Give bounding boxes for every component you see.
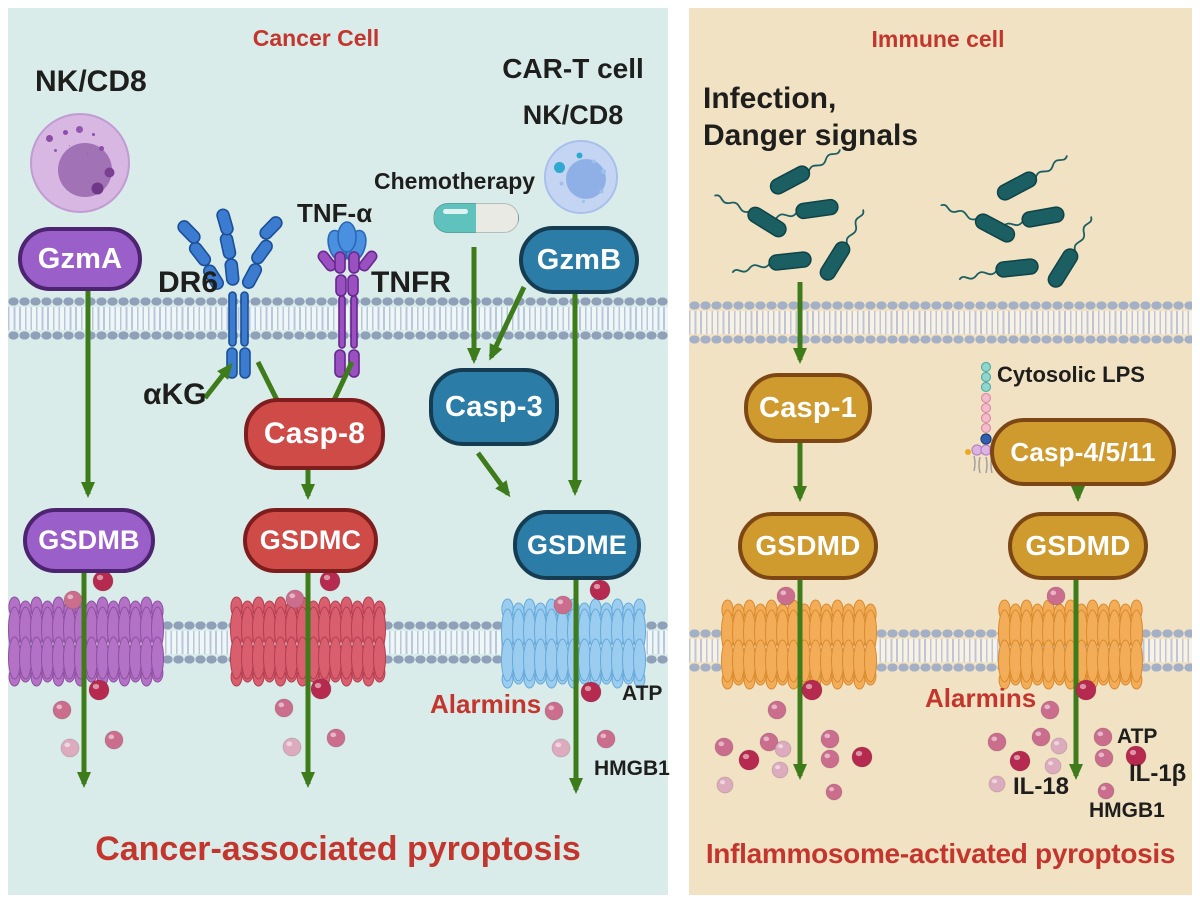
inflammosome-pyroptosis-title: Inflammosome-activated pyroptosis [705,838,1176,869]
nk-cd8-label-2: NK/CD8 [522,100,624,130]
car-t-cell-nucleus [566,159,606,199]
lipid-tail-zone [689,311,1192,334]
lipid-head-row [8,296,668,307]
lipid-head-row [8,330,668,341]
nk-cell-granules [46,135,53,142]
casp4-5-11-pill: Casp-4/5/11 [990,418,1176,486]
immune-cell-membrane-bottom [689,628,1192,673]
cytosolic-lps-label: Cytosolic LPS [997,362,1145,387]
cancer-pyroptosis-title: Cancer-associated pyroptosis [95,830,581,868]
atp-label-left: ATP [622,682,663,705]
dr6-label: DR6 [158,266,219,299]
alarmins-label-left: Alarmins [430,689,542,719]
nk-cell-nucleus [58,143,112,197]
casp8-pill: Casp-8 [244,398,385,470]
casp1-pill: Casp-1 [744,373,872,443]
hmgb1-label-left: HMGB1 [594,757,670,780]
lipid-head-row [689,662,1192,673]
hmgb1-label-right: HMGB1 [1089,799,1165,822]
gsdmb-pill: GSDMB [23,508,155,573]
lipid-head-row [689,628,1192,639]
car-t-cell-label: CAR-T cell [502,53,644,84]
chemotherapy-label: Chemotherapy [374,168,536,194]
nk-cd8-label: NK/CD8 [35,65,147,98]
alarmins-label-right: Alarmins [925,683,1037,713]
atp-label-right: ATP [1117,725,1158,748]
immune-cell-membrane-top [689,300,1192,345]
infection-label-line1: Infection, [703,82,837,115]
cancer-cell-membrane-top [8,296,668,341]
lipid-head-row [689,300,1192,311]
gzmb-pill: GzmB [519,226,639,294]
nk-cd8-cell [30,113,130,213]
il-18-label: IL-18 [1013,773,1070,800]
casp3-pill: Casp-3 [429,368,559,446]
il-1b-label: IL-1β [1129,760,1187,787]
akg-label: αKG [143,378,207,411]
gsdme-pill: GSDME [513,510,641,580]
lipid-head-row [8,654,668,665]
cancer-cell-membrane-bottom [8,620,668,665]
immune-panel-title: Immune cell [871,26,1005,52]
lipid-tail-zone [8,307,668,330]
lipid-tail-zone [8,631,668,654]
gsdmd-left-pill: GSDMD [738,512,878,580]
car-t-cell-granules [554,162,565,173]
gsdmd-right-pill: GSDMD [1008,512,1148,580]
cancer-panel-title: Cancer Cell [252,25,380,51]
car-t-nk-cd8-cell [544,140,618,214]
infection-label-line2: Danger signals [703,119,919,152]
tnf-alpha-label: TNF-α [297,198,373,228]
chemotherapy-capsule-icon [433,203,519,233]
gsdmc-pill: GSDMC [243,508,378,573]
lipid-head-row [689,334,1192,345]
lipid-tail-zone [689,639,1192,662]
tnfr-label: TNFR [371,266,451,299]
gzma-pill: GzmA [18,227,142,291]
lipid-head-row [8,620,668,631]
